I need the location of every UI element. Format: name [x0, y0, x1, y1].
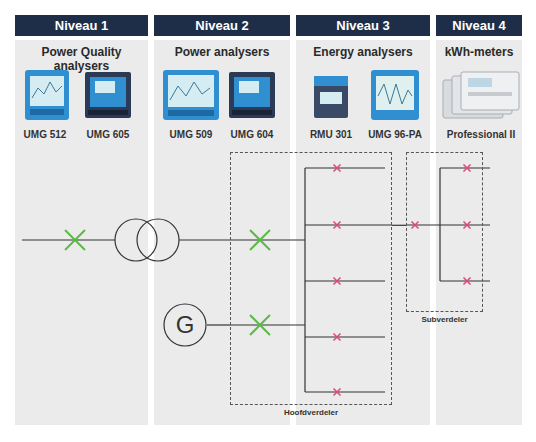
feeder-line	[392, 225, 406, 226]
device-umg-604	[229, 72, 275, 118]
level-title: Niveau 2	[195, 18, 248, 33]
level-title: Niveau 3	[336, 18, 389, 33]
distribution-board: Hoofdverdeler	[230, 152, 392, 405]
device-name: UMG 512	[0, 129, 90, 140]
device-umg-96-pa	[371, 70, 419, 120]
device-rmu-301	[314, 76, 348, 118]
level-header-band: Niveau 3	[296, 15, 430, 36]
device-name: UMG 96-PA	[350, 129, 440, 140]
distribution-board: Subverdeler	[406, 152, 483, 312]
feeder-line	[207, 324, 230, 325]
device-name: Professional II	[436, 129, 526, 140]
column-heading: Energy analysers	[296, 45, 430, 59]
column-heading: Power analysers	[154, 45, 290, 59]
device-name: UMG 605	[63, 129, 153, 140]
board-label: Subverdeler	[387, 315, 502, 324]
device-kwh-meters	[443, 72, 519, 118]
level-header-band: Niveau 4	[436, 15, 522, 36]
level-header-band: Niveau 2	[154, 15, 290, 36]
level-header-band: Niveau 1	[15, 15, 148, 36]
column-heading: kWh-meters	[436, 45, 522, 59]
level-title: Niveau 1	[55, 18, 108, 33]
column-heading: Power Quality analysers	[15, 45, 148, 73]
level-title: Niveau 4	[452, 18, 505, 33]
device-umg-509	[163, 70, 219, 120]
generator-symbol: G	[163, 303, 207, 347]
generator-letter: G	[163, 303, 207, 347]
device-umg-512	[25, 70, 69, 120]
device-name: RMU 301	[286, 129, 376, 140]
board-label: Hoofdverdeler	[211, 408, 411, 417]
device-name: UMG 509	[146, 129, 236, 140]
device-name: UMG 604	[207, 129, 297, 140]
device-umg-605	[85, 72, 131, 118]
